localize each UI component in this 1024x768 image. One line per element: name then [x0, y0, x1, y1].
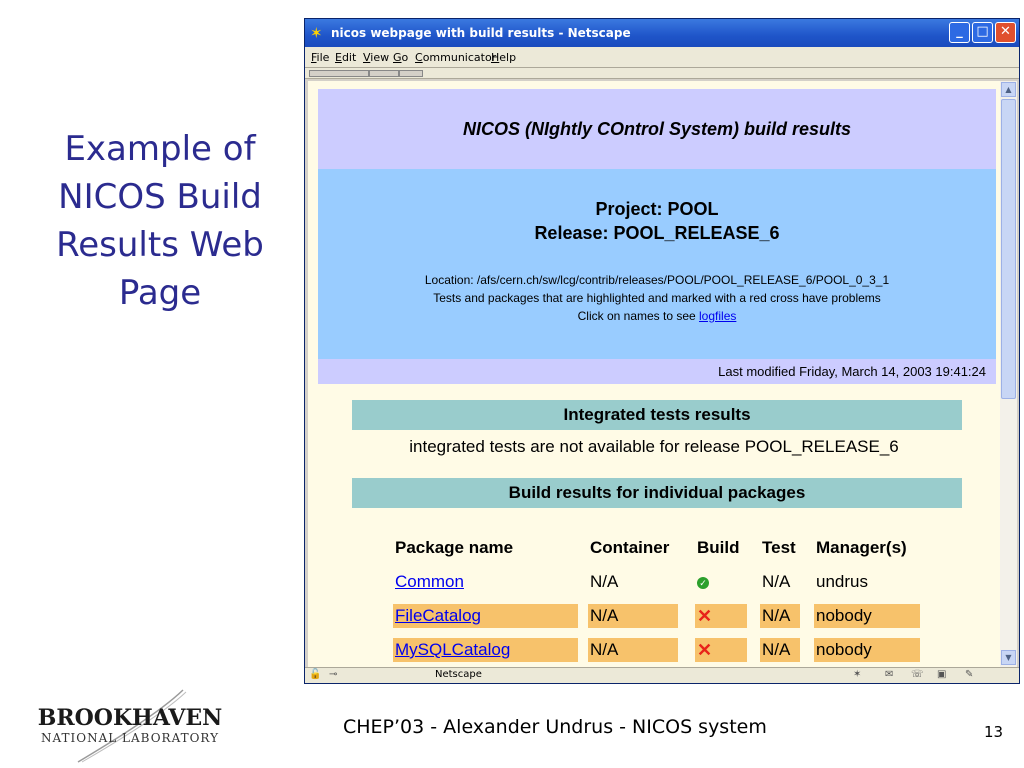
build-status-cell: ✓	[695, 570, 747, 594]
navigator-icon[interactable]: ✶	[853, 669, 862, 680]
logfiles-prefix: Click on names to see	[577, 309, 700, 323]
test-cell: N/A	[762, 572, 791, 591]
col-header-package: Package name	[395, 538, 514, 557]
package-link[interactable]: MySQLCatalog	[395, 640, 511, 659]
last-modified-text: Last modified Friday, March 14, 2003 19:…	[718, 364, 986, 379]
connection-icon: ⊸	[329, 669, 338, 680]
manager-cell: nobody	[814, 604, 920, 628]
slide-title-line: Page	[118, 273, 202, 313]
brookhaven-logo-mark: BROOKHAVEN NATIONAL LABORATORY	[38, 689, 223, 763]
integrated-tests-header: Integrated tests results	[352, 400, 962, 430]
slide-title-line: NICOS Build	[58, 177, 262, 217]
test-cell: N/A	[760, 638, 800, 662]
container-cell: N/A	[590, 572, 619, 591]
slide-title: Example of NICOS Build Results Web Page	[30, 125, 290, 317]
composer-icon[interactable]: ▣	[937, 669, 947, 680]
slide-title-line: Results Web	[56, 225, 264, 265]
slide-footer: CHEP’03 - Alexander Undrus - NICOS syste…	[343, 716, 767, 738]
project-info-band: Project: POOL Release: POOL_RELEASE_6 Lo…	[318, 169, 996, 359]
status-bar: 🔓 ⊸ Netscape ✶ ✉ ☏ ▣ ✎	[305, 667, 1019, 683]
packages-header: Build results for individual packages	[352, 478, 962, 508]
minimize-button[interactable]: _	[949, 22, 970, 43]
build-status-cell: ✕	[695, 604, 747, 628]
slide-title-line: Example of	[64, 129, 256, 169]
table-row: Common	[393, 570, 578, 594]
package-link[interactable]: FileCatalog	[395, 606, 481, 625]
collapsed-toolbars[interactable]	[305, 67, 1019, 79]
toolbar-grip[interactable]	[309, 70, 369, 77]
manager-cell: nobody	[814, 638, 920, 662]
browser-window: ✶ nicos webpage with build results - Net…	[304, 18, 1020, 684]
location-text: Location: /afs/cern.ch/sw/lcg/contrib/re…	[424, 273, 890, 287]
logfiles-line: Click on names to see logfiles	[318, 309, 996, 323]
netscape-app-icon: ✶	[310, 24, 323, 42]
scroll-thumb[interactable]	[1001, 99, 1016, 399]
container-cell: N/A	[588, 604, 678, 628]
menu-file[interactable]: File	[311, 51, 330, 64]
package-link[interactable]: Common	[395, 572, 464, 591]
maximize-button[interactable]: □	[972, 22, 993, 43]
menu-help[interactable]: Help	[491, 51, 517, 64]
table-row: MySQLCatalog	[393, 638, 578, 662]
security-lock-icon[interactable]: 🔓	[309, 669, 322, 680]
slide-page-number: 13	[984, 723, 1004, 741]
release-name: Release: POOL_RELEASE_6	[534, 223, 780, 243]
scroll-down-icon[interactable]: ▼	[1001, 650, 1016, 665]
manager-cell: undrus	[816, 572, 868, 591]
red-cross-icon: ✕	[697, 606, 713, 626]
toolbar-grip[interactable]	[399, 70, 423, 77]
page-main-title: NICOS (NIghtly COntrol System) build res…	[318, 89, 996, 169]
check-icon: ✓	[697, 576, 709, 589]
window-title: nicos webpage with build results - Netsc…	[331, 26, 631, 40]
window-titlebar[interactable]: ✶ nicos webpage with build results - Net…	[305, 19, 1019, 47]
col-header-container: Container	[590, 538, 670, 557]
last-modified-bar: Last modified Friday, March 14, 2003 19:…	[318, 359, 996, 384]
toolbar-grip[interactable]	[369, 70, 399, 77]
mail-icon[interactable]: ✉	[885, 669, 894, 680]
col-header-test: Test	[762, 538, 796, 557]
brookhaven-logo: BROOKHAVEN NATIONAL LABORATORY	[18, 684, 248, 764]
menu-communicator[interactable]: Communicator	[415, 51, 497, 64]
col-header-build: Build	[697, 538, 740, 557]
menu-view[interactable]: View	[363, 51, 390, 64]
build-status-cell: ✕	[695, 638, 747, 662]
red-cross-icon: ✕	[697, 640, 713, 660]
chat-icon[interactable]: ☏	[911, 669, 924, 680]
project-name: Project: POOL	[595, 199, 719, 219]
pen-icon[interactable]: ✎	[965, 669, 974, 680]
test-cell: N/A	[760, 604, 800, 628]
col-header-manager: Manager(s)	[816, 538, 907, 557]
vertical-scrollbar[interactable]: ▲ ▼	[1000, 81, 1017, 667]
status-text: Netscape	[435, 669, 482, 680]
logfiles-link[interactable]: logfiles	[699, 309, 737, 323]
integrated-tests-notice: integrated tests are not available for r…	[409, 437, 899, 456]
menu-edit[interactable]: Edit	[335, 51, 357, 64]
container-cell: N/A	[588, 638, 678, 662]
close-button[interactable]: ✕	[995, 22, 1016, 43]
logo-line-1: BROOKHAVEN	[38, 705, 223, 731]
page-viewport: NICOS (NIghtly COntrol System) build res…	[308, 81, 1000, 667]
logo-line-2: NATIONAL LABORATORY	[41, 731, 219, 745]
scroll-up-icon[interactable]: ▲	[1001, 82, 1016, 97]
menu-bar: File Edit View Go Communicator Help	[305, 47, 1019, 67]
menu-go[interactable]: Go	[393, 51, 409, 64]
problems-note: Tests and packages that are highlighted …	[433, 291, 881, 305]
table-row: FileCatalog	[393, 604, 578, 628]
